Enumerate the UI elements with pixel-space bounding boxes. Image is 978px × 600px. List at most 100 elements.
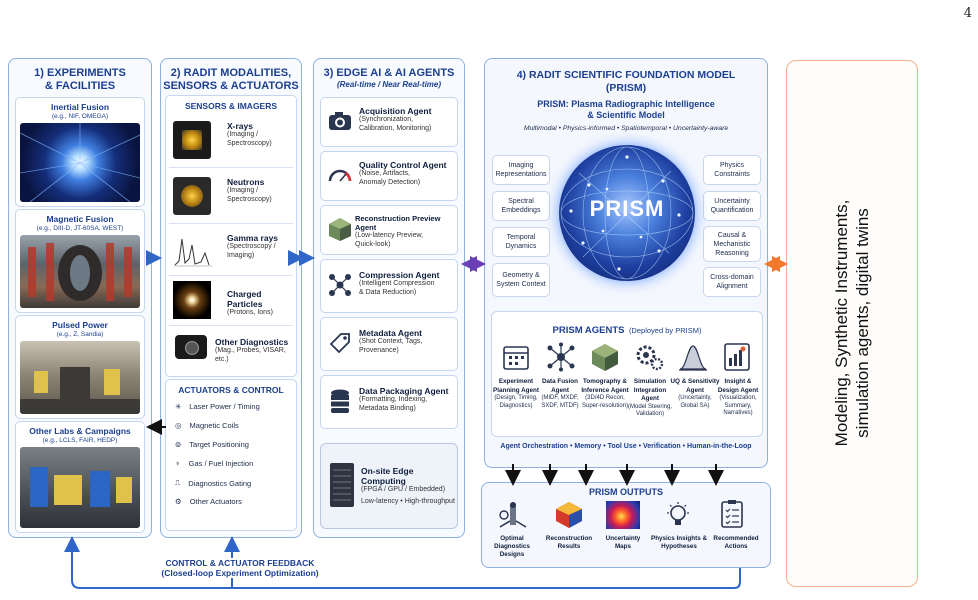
checklist-icon bbox=[721, 500, 743, 528]
sensor-desc: Spectroscopy) bbox=[227, 195, 272, 203]
sensor-charged-particles: Charged Particles (Protons, Ions) bbox=[169, 277, 293, 326]
output-physics-insights: Physics Insights &Hypotheses bbox=[651, 535, 707, 550]
sensor-title: X-rays bbox=[227, 121, 253, 131]
other-labs-photo bbox=[20, 447, 140, 528]
sensor-other-diagnostics: Other Diagnostics (Mag., Probes, VISAR, … bbox=[169, 327, 293, 371]
coil-icon: ◎ bbox=[175, 421, 182, 430]
panel-experiments: 1) EXPERIMENTS& FACILITIES Inertial Fusi… bbox=[8, 58, 152, 538]
simulation-gears-icon bbox=[636, 345, 664, 371]
modeling-text: Modeling, Synthetic Instruments,simulati… bbox=[832, 199, 872, 447]
panel-title: 4) RADIT SCIENTIFIC FOUNDATION MODEL(PRI… bbox=[516, 69, 736, 94]
network-nodes-icon bbox=[329, 274, 351, 296]
modeling-panel: Modeling, Synthetic Instruments,simulati… bbox=[786, 60, 918, 587]
agent-acquisition: Acquisition Agent(Synchronization,Calibr… bbox=[320, 97, 458, 147]
prism-agent-insight: Insight &Design Agent(Visualization,Summ… bbox=[717, 378, 759, 416]
cube-icon bbox=[329, 218, 351, 241]
agent-compression: Compression Agent(Intelligent Compressio… bbox=[320, 259, 458, 313]
sensor-xrays: X-rays (Imaging / Spectroscopy) bbox=[169, 113, 293, 168]
facility-title: Other Labs & Campaigns bbox=[29, 426, 131, 436]
server-rack-icon bbox=[330, 463, 354, 507]
bell-curve-icon bbox=[679, 345, 707, 371]
sensor-desc: Spectroscopy) bbox=[227, 139, 272, 147]
sensor-neutrons: Neutrons (Imaging / Spectroscopy) bbox=[169, 169, 293, 224]
data-fusion-network-icon bbox=[547, 342, 575, 372]
actuator-target: ⊚Target Positioning bbox=[175, 440, 249, 449]
prism-name: PRISM: Plasma Radiographic Intelligence&… bbox=[537, 99, 715, 120]
sensor-desc: (Spectroscopy / bbox=[227, 243, 276, 250]
diagnostics-design-icon bbox=[499, 502, 527, 528]
calendar-icon bbox=[503, 346, 529, 370]
gear-icon: ⚙ bbox=[175, 497, 182, 506]
agent-metadata: Metadata Agent(Shot Context, Tags,Proven… bbox=[320, 317, 458, 371]
panel-title: 2) RADIT MODALITIES,SENSORS & ACTUATORS bbox=[163, 67, 299, 92]
facility-title: Inertial Fusion bbox=[50, 102, 110, 112]
facility-title: Pulsed Power bbox=[52, 320, 108, 330]
outputs-header: PRISM OUTPUTS bbox=[588, 487, 663, 497]
tag-icon bbox=[329, 333, 350, 354]
facility-other-labs: Other Labs & Campaigns (e.g., LCLS, FAIR… bbox=[15, 421, 145, 533]
sensors-header: SENSORS & IMAGERS bbox=[184, 101, 278, 111]
uncertainty-heatmap-icon bbox=[606, 501, 640, 529]
sensor-desc: (Mag., Probes, VISAR, etc.) bbox=[215, 347, 286, 363]
camera-icon bbox=[329, 112, 351, 130]
sensor-desc: (Imaging / bbox=[227, 187, 259, 194]
insight-dashboard-icon bbox=[724, 343, 750, 371]
actuator-other: ⚙Other Actuators bbox=[175, 497, 242, 506]
pulse-waveform-icon: ⎍ bbox=[175, 478, 181, 487]
sensor-title: Other Diagnostics bbox=[215, 337, 289, 347]
sensor-desc: Imaging) bbox=[227, 251, 255, 259]
facility-inertial-fusion: Inertial Fusion (e.g., NIF, OMEGA) bbox=[15, 97, 145, 207]
tomography-cube-icon bbox=[592, 344, 618, 371]
sensor-desc: (Imaging / bbox=[227, 131, 259, 138]
panel-title: 1) EXPERIMENTS& FACILITIES bbox=[34, 67, 126, 92]
actuator-laser: ✳Laser Power / Timing bbox=[175, 402, 260, 411]
capability-geometry: Geometry &System Context bbox=[492, 263, 550, 297]
facility-pulsed-power: Pulsed Power (e.g., Z, Sandia) bbox=[15, 315, 145, 419]
actuator-gas: ♆Gas / Fuel Injection bbox=[175, 459, 254, 468]
panel-prism: 4) RADIT SCIENTIFIC FOUNDATION MODEL(PRI… bbox=[484, 58, 768, 468]
sensor-title: Charged Particles bbox=[227, 289, 263, 309]
panel-edge-ai: 3) EDGE AI & AI AGENTS (Real-time / Near… bbox=[313, 58, 465, 538]
actuators-header: ACTUATORS & CONTROL bbox=[178, 385, 284, 395]
facility-sub: (e.g., LCLS, FAIR, HEDP) bbox=[42, 437, 118, 444]
facility-sub: (e.g., NIF, OMEGA) bbox=[51, 113, 109, 120]
prism-tagline: Multimodal • Physics-informed • Spatiote… bbox=[523, 125, 729, 132]
page-number: 4 bbox=[963, 6, 972, 21]
edge-computing-card: On-site Edge Computing(FPGA / GPU / Embe… bbox=[320, 443, 458, 529]
panel-subtitle: (Real-time / Near Real-time) bbox=[336, 80, 442, 89]
nozzle-icon: ♆ bbox=[175, 459, 181, 468]
feedback-label: CONTROL & ACTUATOR FEEDBACK(Closed-loop … bbox=[150, 558, 330, 578]
sensor-desc: (Protons, Ions) bbox=[227, 309, 273, 316]
actuators-group: ACTUATORS & CONTROL bbox=[165, 379, 297, 531]
spectrum-plot-icon bbox=[174, 238, 212, 267]
facility-magnetic-fusion: Magnetic Fusion (e.g., DIII-D, JT-60SA, … bbox=[15, 209, 145, 313]
agent-data-packaging: Data Packaging Agent(Formatting, Indexin… bbox=[320, 375, 458, 429]
prism-sphere: PRISM bbox=[557, 139, 697, 291]
pulsed-power-photo bbox=[20, 341, 140, 414]
panel-title: 3) EDGE AI & AI AGENTS bbox=[323, 67, 455, 79]
charged-particle-icon bbox=[173, 281, 211, 319]
sensor-title: Neutrons bbox=[227, 177, 265, 187]
facility-sub: (e.g., DIII-D, JT-60SA, WEST) bbox=[36, 225, 124, 232]
agent-reconstruction-preview: Reconstruction Preview Agent(Low-latency… bbox=[320, 205, 458, 255]
orchestration-bar: Agent Orchestration • Memory • Tool Use … bbox=[500, 443, 752, 450]
prism-agent-tomography: Tomography &Inference Agent(3D/4D Recon,… bbox=[581, 378, 629, 409]
laser-burst-icon: ✳ bbox=[175, 402, 182, 411]
camera-diagnostic-icon bbox=[175, 335, 207, 359]
actuator-gating: ⎍Diagnostics Gating bbox=[175, 478, 252, 488]
sensor-gamma: Gamma rays (Spectroscopy / Imaging) bbox=[169, 225, 293, 276]
prism-agents-group: PRISM AGENTS (Deployed by PRISM) Experim… bbox=[491, 311, 763, 437]
